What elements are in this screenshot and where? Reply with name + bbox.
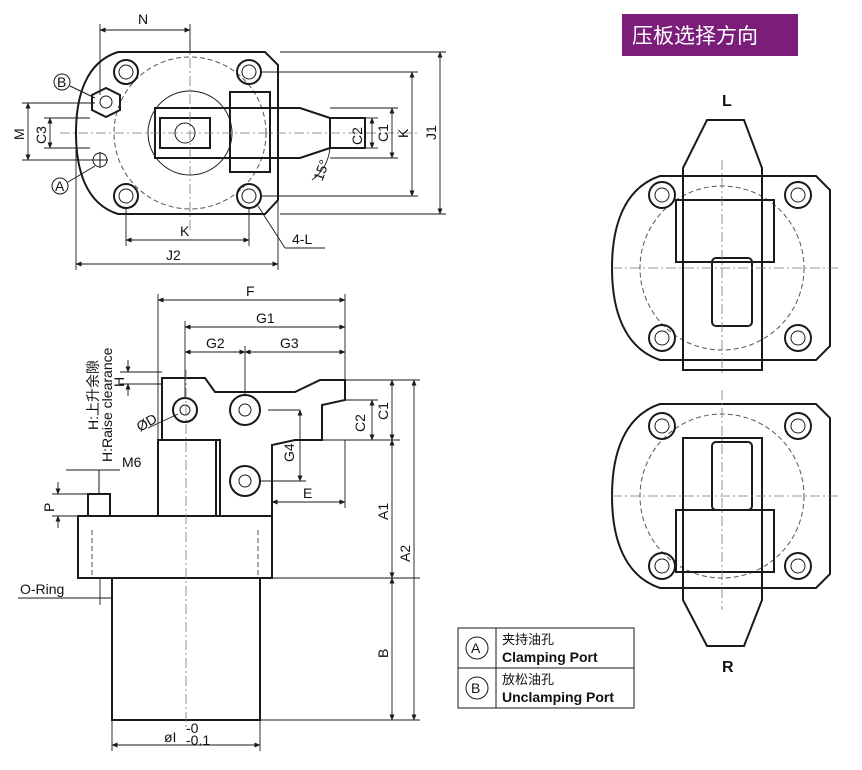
raise-clearance-cn: H:上升余隙: [85, 360, 101, 430]
direction-label-R: R: [722, 659, 734, 676]
angle-label: 15°: [310, 157, 332, 182]
dim-B: B: [375, 649, 391, 658]
port-b-fitting: [91, 86, 121, 119]
direction-view-L: L: [610, 93, 840, 376]
legend-cn-a: 夹持油孔: [502, 633, 554, 648]
bolt-top-left: [113, 59, 139, 85]
dim-C3: C3: [33, 126, 49, 144]
dim-G1: G1: [256, 310, 275, 326]
arm-link-block: [229, 91, 271, 173]
bolt-bottom-right: [236, 183, 262, 209]
direction-label-L: L: [722, 93, 732, 110]
tol-upper: -0: [186, 720, 199, 736]
dim-E: E: [303, 485, 312, 501]
dim-C1-top: C1: [375, 124, 391, 142]
dim-C2-side: C2: [352, 414, 368, 432]
dim-C1-side: C1: [375, 402, 391, 420]
legend-en-a: Clamping Port: [502, 649, 598, 665]
dim-A2: A2: [397, 545, 413, 562]
side-view: F G1 G2 G3 H H:上升余隙 H:Raise clearance ØD…: [18, 283, 420, 751]
bolt-top-right: [236, 59, 262, 85]
direction-view-R: R: [610, 390, 840, 676]
bolt-bottom-left: [113, 183, 139, 209]
dim-A1: A1: [375, 503, 391, 520]
m6-nut: [87, 493, 111, 517]
dim-N: N: [138, 11, 148, 27]
side-clamp-arm: [161, 377, 346, 517]
port-a-badge: [51, 177, 69, 195]
port-b-label: B: [57, 74, 66, 90]
legend-symbol-b: B: [471, 680, 480, 696]
dim-C2-top: C2: [349, 127, 365, 145]
flange: [77, 515, 273, 579]
dim-K-bottom: K: [180, 223, 190, 239]
dim-bore: øI: [164, 729, 176, 745]
dim-G4: G4: [281, 443, 297, 462]
piston-rod: [157, 439, 217, 517]
dim-J1: J1: [423, 125, 439, 140]
dim-D: ØD: [134, 410, 160, 434]
raise-clearance-en: H:Raise clearance: [99, 347, 115, 462]
dim-M6: M6: [122, 454, 142, 470]
dim-H: H: [111, 377, 127, 387]
dim-F: F: [246, 283, 255, 299]
dim-J2: J2: [166, 247, 181, 263]
legend-en-b: Unclamping Port: [502, 689, 614, 705]
port-legend: A 夹持油孔 Clamping Port B 放松油孔 Unclamping P…: [457, 627, 635, 709]
port-a-label: A: [55, 178, 65, 194]
legend-cn-b: 放松油孔: [502, 673, 554, 688]
top-view: 15° N M C3 B A C2 C1 K: [11, 11, 446, 270]
legend-row-unclamping: B 放松油孔 Unclamping Port: [465, 673, 614, 705]
dim-G2: G2: [206, 335, 225, 351]
dim-P: P: [41, 503, 57, 512]
dim-M: M: [11, 128, 27, 140]
legend-symbol-a: A: [471, 640, 481, 656]
dim-K-right: K: [395, 128, 411, 138]
oring-label: O-Ring: [20, 581, 64, 597]
tol-lower: -0.1: [186, 732, 210, 748]
legend-row-clamping: A 夹持油孔 Clamping Port: [465, 633, 598, 665]
title-bg: [622, 14, 798, 56]
title-text: 压板选择方向: [632, 24, 758, 48]
title-banner: 压板选择方向: [622, 14, 798, 56]
dim-G3: G3: [280, 335, 299, 351]
port-b-badge: [53, 73, 71, 91]
dim-4L: 4-L: [292, 231, 312, 247]
